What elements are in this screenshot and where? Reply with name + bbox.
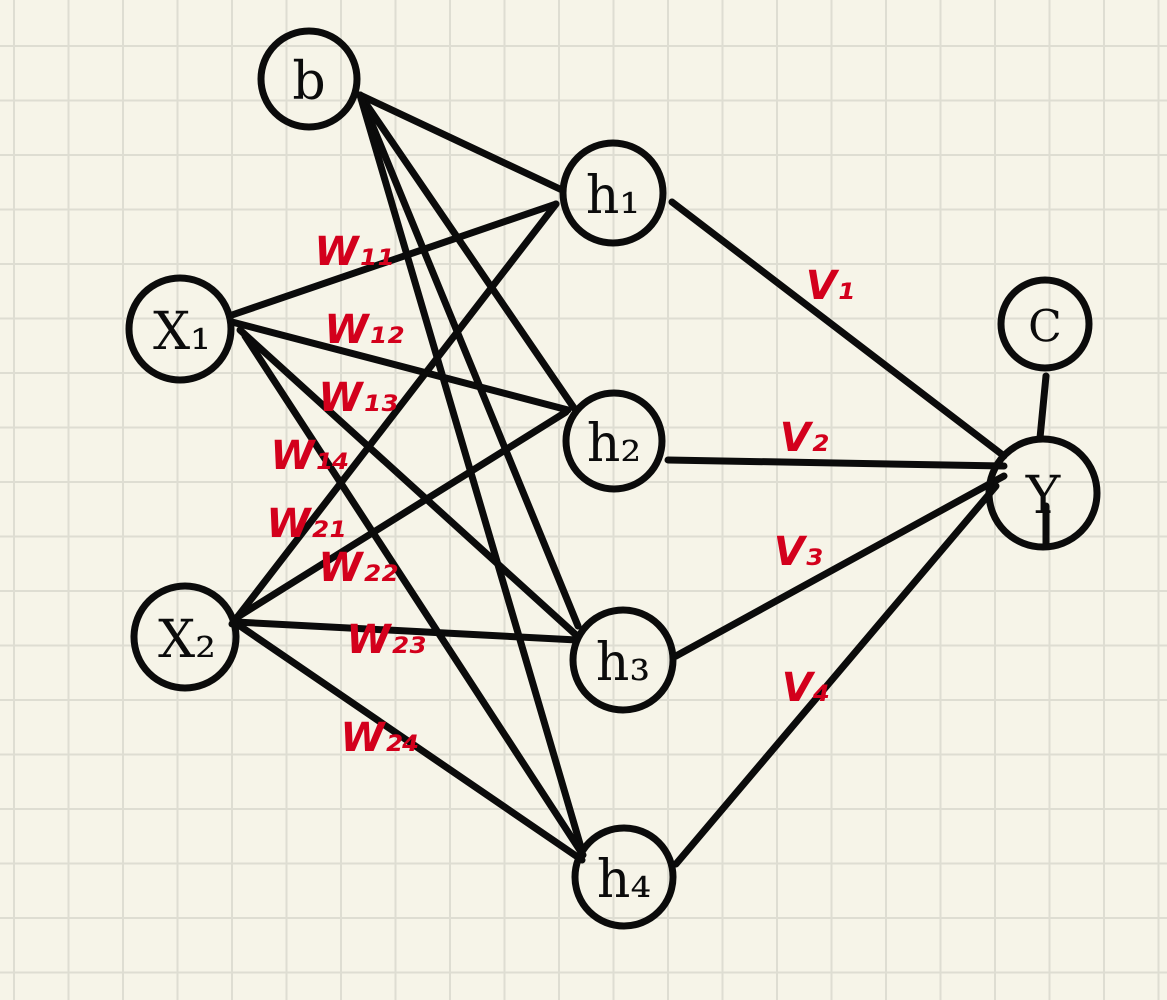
- weight-label-w23: W₂₃: [346, 617, 426, 663]
- edge-x2-h2: [232, 408, 570, 622]
- node-x1: X₁: [125, 274, 235, 384]
- edge-h3-y: [672, 472, 1008, 660]
- weight-label-w12: W₁₂: [324, 307, 404, 353]
- edge-b-h2: [356, 91, 578, 412]
- edge-h2-y: [664, 456, 1008, 470]
- node-h1-label: h₁: [586, 166, 640, 226]
- node-h1: h₁: [559, 139, 667, 247]
- node-h4-label: h₄: [597, 850, 651, 910]
- node-b-label: b: [292, 52, 325, 112]
- edge-x2-h4: [236, 622, 586, 864]
- node-h4: h₄: [571, 824, 677, 930]
- node-c-label: C: [1028, 302, 1062, 353]
- node-x2-label: X₂: [158, 610, 216, 670]
- node-c: C: [997, 276, 1093, 372]
- weight-label-w22: W₂₂: [318, 545, 398, 591]
- node-h3: h₃: [569, 606, 677, 714]
- node-x1-label: X₁: [153, 302, 211, 362]
- edge-x1-h4: [241, 332, 587, 859]
- node-y-label: Y: [1025, 466, 1061, 526]
- edge-x2-h3: [232, 618, 581, 644]
- node-x2: X₂: [130, 582, 240, 692]
- edge-c-y: [1036, 372, 1050, 442]
- weight-label-w11: W₁₁: [314, 229, 393, 275]
- edge-h4-y: [672, 482, 1000, 868]
- edge-b-h3: [356, 91, 582, 630]
- edge-x2-h1: [228, 200, 560, 628]
- node-h3-label: h₃: [596, 633, 650, 693]
- weight-label-w21: W₂₁: [266, 501, 345, 547]
- node-h2: h₂: [562, 389, 666, 493]
- weight-label-w14: W₁₄: [270, 433, 349, 479]
- edge-x1-h1: [228, 200, 560, 319]
- weight-label-w24: W₂₄: [340, 715, 419, 761]
- node-y: Y: [985, 435, 1101, 551]
- edge-x1-h2: [228, 318, 572, 414]
- node-h2-label: h₂: [587, 414, 641, 474]
- weight-label-w13: W₁₃: [318, 375, 398, 421]
- weight-label-v2: V₂: [780, 415, 829, 461]
- node-b: b: [257, 27, 361, 131]
- weight-label-v1: V₁: [806, 263, 854, 309]
- edge-x1-h3: [236, 326, 579, 638]
- edge-h1-y: [668, 198, 1008, 460]
- weight-label-v3: V₃: [774, 529, 823, 575]
- weight-label-v4: V₄: [782, 665, 830, 711]
- edge-b-h1: [356, 91, 566, 194]
